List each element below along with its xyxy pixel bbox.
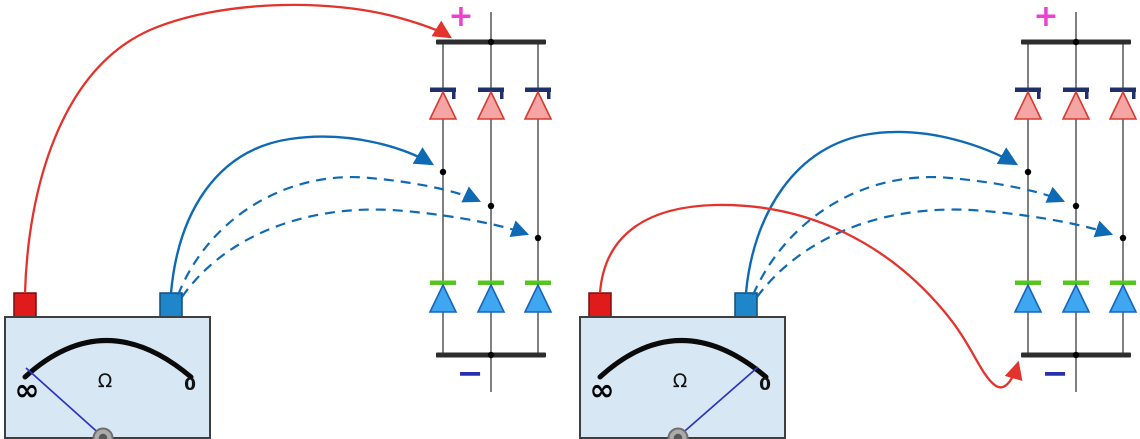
red-terminal <box>13 292 37 320</box>
ac-terminal-dot <box>439 168 447 176</box>
infinity-label: ∞ <box>590 373 615 408</box>
ac-terminal-dot <box>534 234 542 242</box>
ohmmeter-left: ∞ Ω 0 <box>4 292 211 439</box>
bridge-left: + − <box>429 0 552 392</box>
ac-terminal-dot <box>487 202 495 210</box>
junction-dot <box>1072 38 1080 46</box>
blue-terminal <box>159 292 183 320</box>
ac-terminal-dot <box>1024 168 1032 176</box>
zero-label: 0 <box>759 375 771 395</box>
blue-probe-alternate-1 <box>176 176 481 296</box>
meter-scale-arc <box>597 338 769 380</box>
blue-terminal <box>734 292 758 320</box>
junction-dot <box>487 351 495 359</box>
ac-terminal-dot <box>1119 234 1127 242</box>
needle-pivot <box>92 427 114 439</box>
meter-body <box>4 316 211 439</box>
positive-label: + <box>448 0 473 34</box>
needle-pivot-center <box>98 433 108 439</box>
blue-probe-wire <box>169 135 435 294</box>
needle-pivot-center <box>673 433 683 439</box>
blue-probe-alternate-2 <box>181 208 530 298</box>
blue-probe-alternate-2 <box>756 208 1114 298</box>
negative-label: − <box>457 354 484 392</box>
positive-label: + <box>1033 0 1058 34</box>
blue-probe-wire <box>744 130 1019 294</box>
meter-scale-arc <box>22 338 194 380</box>
panel-right: + − ∞ Ω 0 <box>579 0 1137 439</box>
needle-pivot <box>667 427 689 439</box>
junction-dot <box>487 38 495 46</box>
meter-needle <box>677 366 759 438</box>
panel-left: + − ∞ Ω 0 <box>4 0 552 439</box>
blue-probe-alternate-1 <box>751 176 1066 296</box>
ohm-label: Ω <box>673 370 688 392</box>
meter-needle <box>25 367 104 438</box>
zero-label: 0 <box>184 375 196 395</box>
red-probe-wire <box>598 203 1023 389</box>
red-probe-wire <box>23 3 452 294</box>
ohm-label: Ω <box>98 370 113 392</box>
ac-terminal-dot <box>1072 202 1080 210</box>
meter-body <box>579 316 786 439</box>
bridge-right: + − <box>1014 0 1137 392</box>
junction-dot <box>1072 351 1080 359</box>
negative-label: − <box>1042 354 1069 392</box>
red-terminal <box>588 292 612 320</box>
ohmmeter-right: ∞ Ω 0 <box>579 292 786 439</box>
infinity-label: ∞ <box>15 373 40 408</box>
